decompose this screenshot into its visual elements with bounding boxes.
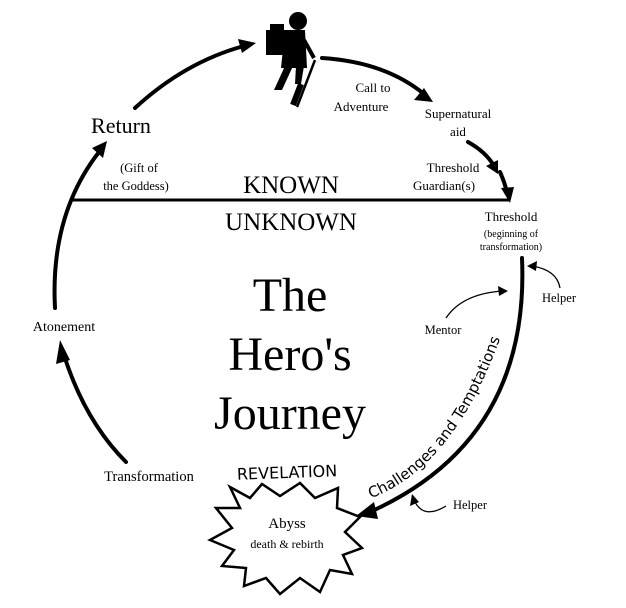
arrowhead-call: [414, 88, 433, 102]
helper-top-arrow: [531, 265, 561, 289]
revelation-label: REVELATION: [237, 461, 338, 483]
unknown-label: UNKNOWN: [225, 209, 357, 236]
known-label: KNOWN: [243, 172, 339, 199]
arc-atonement-to-return: [52, 150, 101, 310]
arrowhead-return: [92, 141, 107, 158]
abyss-note: death & rebirth: [250, 537, 323, 551]
helper-bottom-arrow: [413, 499, 447, 513]
arc-transformation-to-atonement: [61, 350, 128, 464]
guardian-line-1: Threshold: [427, 160, 480, 175]
hiker-icon: [266, 12, 317, 108]
title-line-1: The: [253, 269, 328, 322]
threshold-note-line-1: (beginning of: [484, 229, 539, 240]
mentor-arrow: [445, 290, 503, 319]
helper-top-arrowhead: [527, 261, 537, 271]
abyss-starburst: [207, 481, 365, 596]
atonement-label: Atonement: [33, 320, 95, 335]
return-note-line-2: the Goddess): [103, 179, 169, 193]
title-line-3: Journey: [214, 387, 366, 440]
helper-bottom-arrowhead: [410, 494, 419, 506]
helper-bottom-label: Helper: [453, 498, 488, 512]
helper-top-label: Helper: [542, 291, 577, 305]
guardian-line-2: Guardian(s): [413, 178, 475, 193]
return-note-line-1: (Gift of: [120, 161, 159, 175]
transformation-label: Transformation: [104, 469, 194, 485]
arc-return-to-start: [133, 44, 246, 110]
arrowhead-threshold: [501, 187, 514, 203]
arrowhead-atonement: [56, 340, 70, 364]
arc-challenges: [368, 256, 525, 514]
call-label-line-1: Call to: [355, 80, 390, 95]
title-line-2: Hero's: [228, 328, 351, 381]
threshold-note-line-2: transformation): [480, 242, 542, 253]
call-label-line-2: Adventure: [334, 99, 389, 114]
supernatural-aid-line-2: aid: [450, 124, 466, 139]
mentor-label: Mentor: [425, 323, 463, 337]
arrowhead-start: [238, 39, 256, 53]
abyss-label: Abyss: [268, 516, 306, 532]
supernatural-aid-line-1: Supernatural: [425, 106, 492, 121]
arrowhead-aid: [486, 160, 498, 174]
threshold-label: Threshold: [485, 209, 538, 224]
mentor-arrowhead: [498, 286, 508, 296]
return-label: Return: [91, 113, 151, 138]
arc-start-to-call: [320, 56, 426, 96]
arrowhead-abyss: [356, 502, 378, 519]
